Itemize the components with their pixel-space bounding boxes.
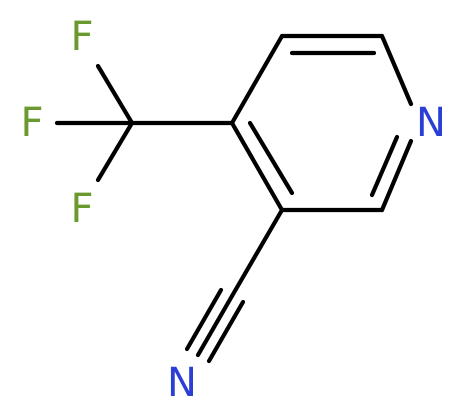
bond-c3-c4 <box>229 120 285 213</box>
fluorine-middle-label: F <box>20 100 43 146</box>
fluorine-top-label: F <box>70 14 93 60</box>
ring-nitrogen-label: N <box>416 100 446 146</box>
nitrile-nitrogen-label: N <box>167 360 197 406</box>
bond-cf3-f-top <box>95 63 135 126</box>
bond-n1-c2-inner <box>369 134 400 198</box>
bond-n1-c2 <box>379 138 414 213</box>
bond-cf3-f-bottom <box>95 120 135 183</box>
bond-cn-triple-left <box>184 287 224 352</box>
bond-c4-c5 <box>229 33 285 126</box>
bond-c3-c4-inner <box>247 120 295 196</box>
bond-c6-n1 <box>379 33 414 107</box>
bond-cn-triple-center <box>195 293 235 358</box>
fluorine-bottom-label: F <box>70 186 93 232</box>
bond-cn-triple-right <box>206 299 246 364</box>
bond-c3-cn <box>229 207 285 299</box>
